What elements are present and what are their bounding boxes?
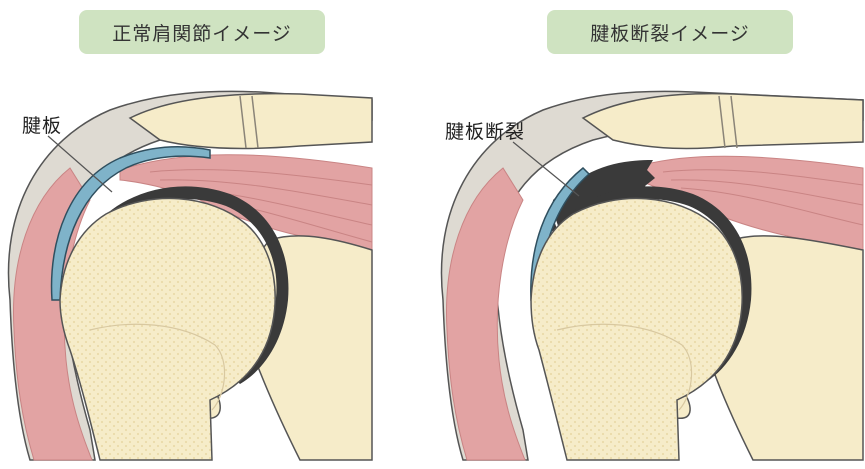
normal-shoulder-panel: 正常肩関節イメージ 腱板 (0, 0, 432, 469)
deltoid-muscle-body (446, 167, 526, 461)
bursa (50, 146, 211, 301)
normal-shoulder-illustration (7, 90, 373, 461)
deltoid-muscle-body (13, 167, 93, 461)
acromion-bone (581, 92, 864, 150)
humerus (530, 197, 743, 461)
torn-shoulder-illustration (440, 90, 864, 461)
acromion-bone (128, 92, 373, 150)
rotator-cuff-label: 腱板 (22, 115, 63, 137)
humerus (59, 197, 276, 461)
panel-title: 腱板断裂イメージ (547, 10, 793, 54)
panel-title: 正常肩関節イメージ (79, 10, 325, 54)
callout-leader-line (47, 135, 113, 193)
rotator-cuff-tear-label: 腱板断裂 (445, 121, 526, 143)
callout-leader-line (512, 141, 580, 197)
torn-shoulder-panel: 腱板断裂イメージ 腱板断裂 (433, 0, 865, 469)
